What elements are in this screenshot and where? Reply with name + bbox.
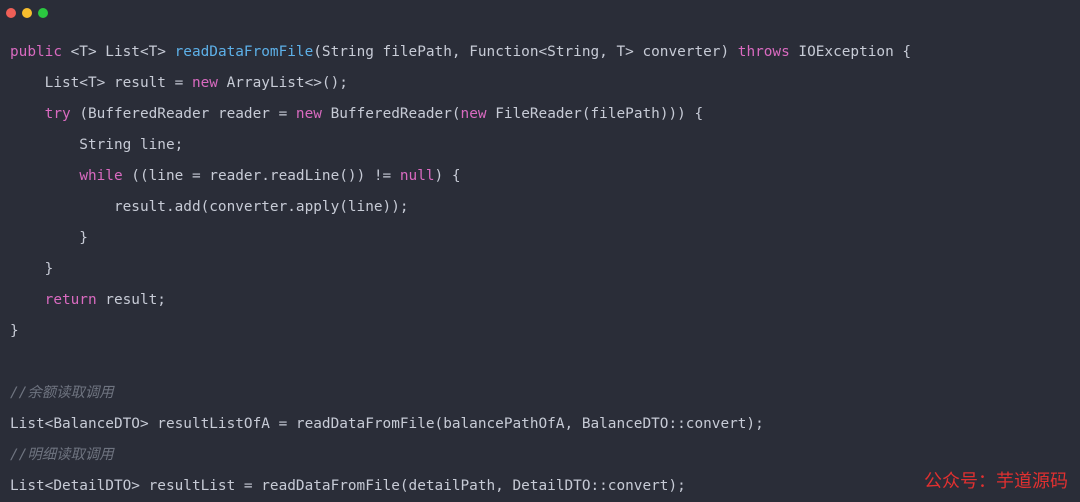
window-titlebar [0, 0, 1080, 26]
code-token-plain: result.add(converter.apply(line)); [10, 199, 409, 215]
code-token-plain: List<DetailDTO> resultList = readDataFro… [10, 478, 686, 494]
code-line: } [10, 227, 88, 249]
code-token-keyword: public [10, 44, 62, 60]
zoom-window-button[interactable] [38, 8, 48, 18]
code-token-comment: //余额读取调用 [10, 385, 114, 401]
code-token-plain: } [10, 230, 88, 246]
code-token-keyword: return [44, 292, 97, 308]
code-token-plain: String line; [10, 137, 184, 153]
code-line: try (BufferedReader reader = new Buffere… [10, 103, 704, 125]
code-token-plain [10, 168, 79, 184]
code-token-plain: List<T> result = [10, 75, 192, 91]
code-line: public <T> List<T> readDataFromFile(Stri… [10, 41, 911, 63]
code-line: List<T> result = new ArrayList<>(); [10, 72, 348, 94]
code-token-keyword: throws [737, 44, 790, 60]
code-token-plain: (BufferedReader reader = [70, 106, 296, 122]
code-token-plain: } [10, 261, 54, 277]
code-line: //明细读取调用 [10, 444, 114, 466]
code-token-plain: BufferedReader( [321, 106, 461, 122]
code-line: while ((line = reader.readLine()) != nul… [10, 165, 461, 187]
code-token-keyword: new [191, 75, 218, 91]
watermark-text: 公众号：芋道源码 [924, 471, 1068, 492]
code-line: //余额读取调用 [10, 382, 114, 404]
code-token-plain: result; [96, 292, 166, 308]
code-line: } [10, 320, 19, 342]
minimize-window-button[interactable] [22, 8, 32, 18]
code-line: String line; [10, 134, 183, 156]
code-token-plain: ((line = reader.readLine()) != [122, 168, 400, 184]
code-line: List<BalanceDTO> resultListOfA = readDat… [10, 413, 764, 435]
code-token-plain [10, 106, 45, 122]
code-token-keyword: try [44, 106, 71, 122]
code-token-keyword: new [460, 106, 487, 122]
code-token-plain: <T> List<T> [61, 44, 175, 60]
code-token-plain: FileReader(filePath))) { [486, 106, 704, 122]
code-line: result.add(converter.apply(line)); [10, 196, 409, 218]
code-token-keyword: null [399, 168, 435, 184]
code-token-plain: } [10, 323, 19, 339]
code-token-keyword: while [79, 168, 123, 184]
code-token-plain: ArrayList<>(); [217, 75, 348, 91]
code-token-plain: List<BalanceDTO> resultListOfA = readDat… [10, 416, 764, 432]
code-line: } [10, 258, 54, 280]
close-window-button[interactable] [6, 8, 16, 18]
code-line: return result; [10, 289, 166, 311]
code-token-plain [10, 292, 45, 308]
code-token-plain: (String filePath, Function<String, T> co… [313, 44, 738, 60]
code-token-comment: //明细读取调用 [10, 447, 114, 463]
code-token-plain: IOException { [789, 44, 912, 60]
code-token-function: readDataFromFile [174, 44, 314, 60]
code-token-keyword: new [295, 106, 322, 122]
code-line: List<DetailDTO> resultList = readDataFro… [10, 475, 686, 497]
code-token-plain: ) { [434, 168, 461, 184]
